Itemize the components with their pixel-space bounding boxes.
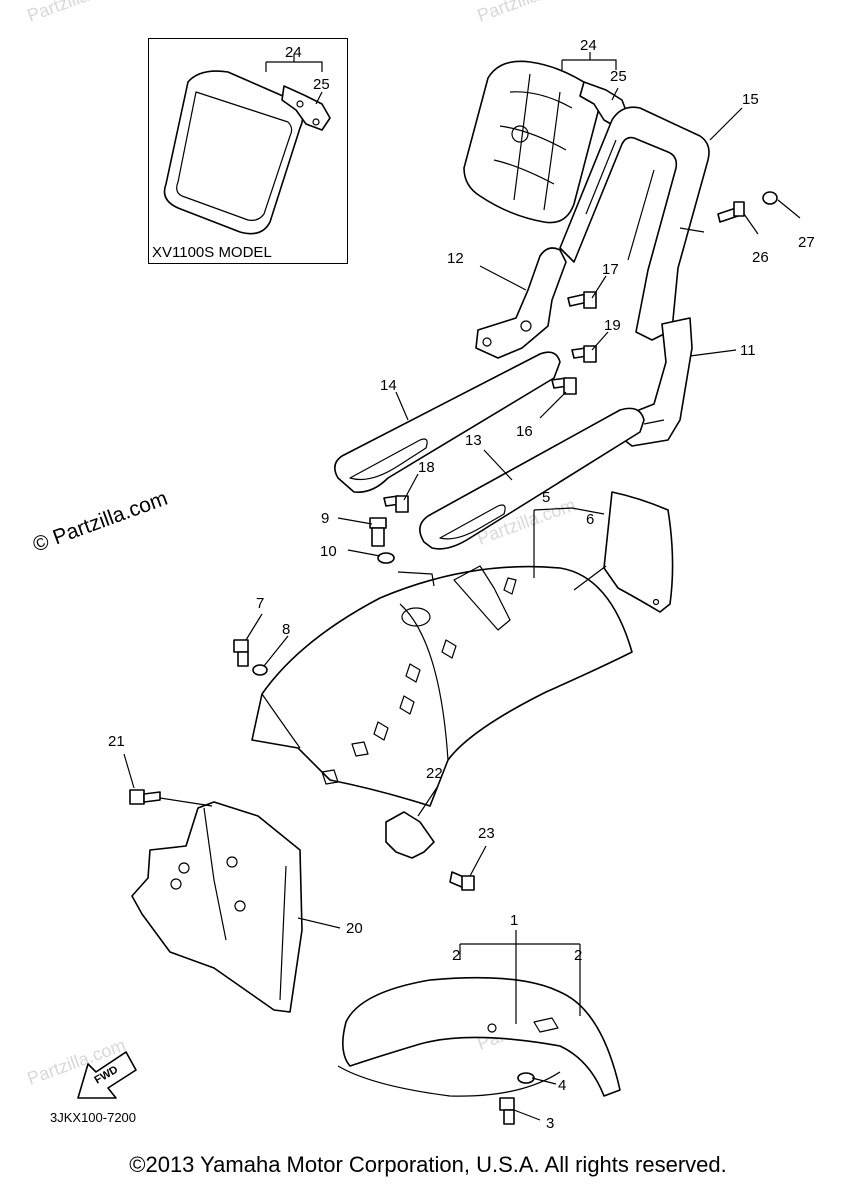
callout-6: 6	[586, 511, 594, 528]
callout-numbers: 24 25 24 25 15 26 27 12 17 19 11 14 16 1…	[108, 37, 815, 1132]
grab-bar-lower	[419, 407, 645, 550]
callout-9: 9	[321, 510, 329, 527]
leader-lines	[123, 52, 801, 1121]
callout-18: 18	[418, 459, 435, 476]
callout-21: 21	[108, 733, 125, 750]
callout-20: 20	[346, 920, 363, 937]
callout-14: 14	[380, 377, 397, 394]
watermark-top-center: Partzilla.com	[475, 0, 579, 26]
callout-10: 10	[320, 543, 337, 560]
inset-backrest-pad	[163, 70, 331, 235]
callout-1: 1	[510, 912, 518, 929]
callout-25-inset: 25	[313, 76, 330, 93]
callout-13: 13	[465, 432, 482, 449]
copyright-footer: ©2013 Yamaha Motor Corporation, U.S.A. A…	[129, 1152, 727, 1177]
callout-26: 26	[752, 249, 769, 266]
callout-4: 4	[558, 1077, 566, 1094]
rear-fender	[251, 565, 633, 807]
front-fender	[337, 976, 621, 1097]
callout-16: 16	[516, 423, 533, 440]
partzilla-watermark: © Partzilla.com	[30, 487, 171, 557]
callout-11: 11	[740, 342, 756, 359]
side-bracket-left	[475, 247, 567, 359]
callout-23: 23	[478, 825, 495, 842]
inset-model-label: XV1100S MODEL	[152, 244, 272, 261]
callout-7: 7	[256, 595, 264, 612]
inset-box	[148, 38, 348, 264]
callout-17: 17	[602, 261, 619, 278]
backrest-frame	[559, 106, 710, 341]
callout-8: 8	[282, 621, 290, 638]
watermark-top-left: Partzilla.com	[25, 0, 129, 26]
callout-15: 15	[742, 91, 759, 108]
callout-24-inset: 24	[285, 44, 302, 61]
callout-19: 19	[604, 317, 621, 334]
callout-27: 27	[798, 234, 815, 251]
diagram-code: 3JKX100-7200	[50, 1110, 137, 1125]
side-cover	[603, 491, 674, 613]
callout-5: 5	[542, 489, 550, 506]
callout-2-left: 2	[452, 947, 460, 964]
callout-3: 3	[546, 1115, 554, 1132]
callout-2-right: 2	[574, 947, 582, 964]
callout-24: 24	[580, 37, 597, 54]
callout-12: 12	[447, 250, 464, 267]
fwd-arrow-icon: FWD	[77, 1051, 137, 1099]
inner-fender	[131, 801, 303, 1013]
fasteners	[129, 191, 778, 1125]
callout-22: 22	[426, 765, 443, 782]
grab-bar-upper	[334, 351, 561, 494]
callout-25: 25	[610, 68, 627, 85]
